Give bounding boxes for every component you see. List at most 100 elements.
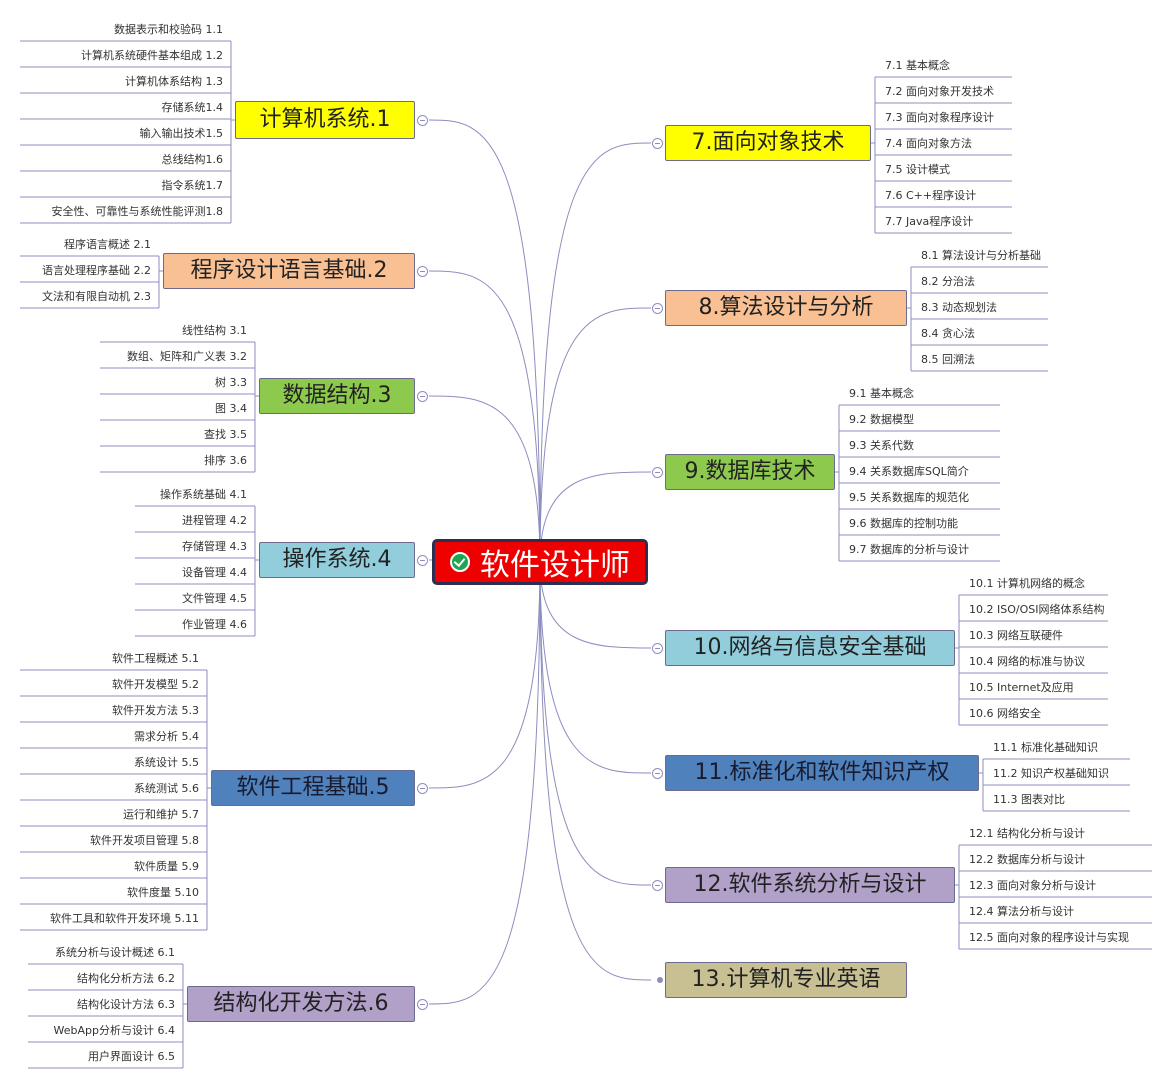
subtopic-item[interactable]: 9.6 数据库的控制功能 bbox=[849, 517, 958, 530]
topic-right-6[interactable]: 12.软件系统分析与设计 bbox=[665, 867, 955, 903]
collapse-toggle-icon[interactable] bbox=[652, 303, 663, 314]
subtopic-item[interactable]: 设备管理 4.4 bbox=[182, 566, 247, 579]
subtopic-item[interactable]: 安全性、可靠性与系统性能评测1.8 bbox=[51, 205, 224, 218]
subtopic-item[interactable]: 7.5 设计模式 bbox=[885, 163, 950, 176]
subtopic-item[interactable]: 结构化分析方法 6.2 bbox=[77, 972, 175, 985]
subtopic-item[interactable]: 树 3.3 bbox=[215, 376, 247, 389]
subtopic-item[interactable]: 7.7 Java程序设计 bbox=[885, 215, 974, 228]
subtopic-item[interactable]: 软件工具和软件开发环境 5.11 bbox=[50, 912, 199, 925]
collapse-toggle-icon[interactable] bbox=[652, 467, 663, 478]
subtopic-item[interactable]: 9.7 数据库的分析与设计 bbox=[849, 543, 969, 556]
subtopic-item[interactable]: 程序语言概述 2.1 bbox=[64, 238, 151, 251]
collapse-toggle-icon[interactable] bbox=[417, 391, 428, 402]
topic-right-5[interactable]: 11.标准化和软件知识产权 bbox=[665, 755, 979, 791]
subtopic-item[interactable]: WebApp分析与设计 6.4 bbox=[53, 1024, 175, 1037]
topic-right-2[interactable]: 8.算法设计与分析 bbox=[665, 290, 907, 326]
subtopic-item[interactable]: 10.4 网络的标准与协议 bbox=[969, 655, 1085, 668]
subtopic-item[interactable]: 数据表示和校验码 1.1 bbox=[114, 23, 223, 36]
subtopic-item[interactable]: 11.3 图表对比 bbox=[993, 793, 1065, 806]
subtopic-item[interactable]: 10.1 计算机网络的概念 bbox=[969, 577, 1085, 590]
collapse-toggle-icon[interactable] bbox=[652, 138, 663, 149]
subtopic-item[interactable]: 12.2 数据库分析与设计 bbox=[969, 853, 1085, 866]
subtopic-item[interactable]: 11.2 知识产权基础知识 bbox=[993, 767, 1109, 780]
topic-left-1[interactable]: 计算机系统.1 bbox=[235, 101, 415, 139]
subtopic-item[interactable]: 作业管理 4.6 bbox=[182, 618, 247, 631]
topic-right-7[interactable]: 13.计算机专业英语 bbox=[665, 962, 907, 998]
collapse-toggle-icon[interactable] bbox=[417, 115, 428, 126]
subtopic-item[interactable]: 8.5 回溯法 bbox=[921, 353, 975, 366]
subtopic-item[interactable]: 7.6 C++程序设计 bbox=[885, 189, 977, 202]
subtopic-item[interactable]: 查找 3.5 bbox=[204, 428, 247, 441]
subtopic-item[interactable]: 10.5 Internet及应用 bbox=[969, 681, 1074, 694]
subtopic-item[interactable]: 9.3 关系代数 bbox=[849, 439, 914, 452]
topic-right-3[interactable]: 9.数据库技术 bbox=[665, 454, 835, 490]
subtopic-item[interactable]: 10.2 ISO/OSI网络体系结构 bbox=[969, 603, 1105, 616]
collapse-toggle-icon[interactable] bbox=[652, 880, 663, 891]
subtopic-item[interactable]: 线性结构 3.1 bbox=[182, 324, 247, 337]
subtopic-item[interactable]: 总线结构1.6 bbox=[161, 153, 224, 166]
subtopic-item[interactable]: 系统分析与设计概述 6.1 bbox=[55, 946, 175, 959]
subtopic-item[interactable]: 12.4 算法分析与设计 bbox=[969, 905, 1074, 918]
topic-right-1[interactable]: 7.面向对象技术 bbox=[665, 125, 871, 161]
subtopic-item[interactable]: 9.1 基本概念 bbox=[849, 387, 914, 400]
subtopic-item[interactable]: 12.1 结构化分析与设计 bbox=[969, 827, 1085, 840]
subtopic-item[interactable]: 指令系统1.7 bbox=[161, 179, 224, 192]
subtopic-item[interactable]: 9.2 数据模型 bbox=[849, 413, 914, 426]
subtopic-item[interactable]: 软件开发项目管理 5.8 bbox=[90, 834, 199, 847]
subtopic-item[interactable]: 计算机体系结构 1.3 bbox=[125, 75, 223, 88]
subtopic-item[interactable]: 操作系统基础 4.1 bbox=[160, 488, 247, 501]
subtopic-item[interactable]: 软件开发方法 5.3 bbox=[112, 704, 199, 717]
subtopic-item[interactable]: 软件工程概述 5.1 bbox=[112, 652, 199, 665]
subtopic-item[interactable]: 文法和有限自动机 2.3 bbox=[42, 290, 151, 303]
subtopic-item[interactable]: 结构化设计方法 6.3 bbox=[77, 998, 175, 1011]
collapse-toggle-icon[interactable] bbox=[652, 768, 663, 779]
subtopic-item[interactable]: 存储系统1.4 bbox=[161, 101, 224, 114]
subtopic-item[interactable]: 12.5 面向对象的程序设计与实现 bbox=[969, 931, 1129, 944]
subtopic-item[interactable]: 用户界面设计 6.5 bbox=[88, 1050, 175, 1063]
subtopic-item[interactable]: 运行和维护 5.7 bbox=[123, 808, 199, 821]
subtopic-item[interactable]: 软件度量 5.10 bbox=[127, 886, 199, 899]
subtopic-item[interactable]: 9.4 关系数据库SQL简介 bbox=[849, 465, 969, 478]
subtopic-item[interactable]: 8.4 贪心法 bbox=[921, 327, 975, 340]
topic-left-5[interactable]: 软件工程基础.5 bbox=[211, 770, 415, 806]
collapse-toggle-icon[interactable] bbox=[417, 999, 428, 1010]
subtopic-item[interactable]: 8.3 动态规划法 bbox=[921, 301, 997, 314]
subtopic-item[interactable]: 文件管理 4.5 bbox=[182, 592, 247, 605]
subtopic-item[interactable]: 11.1 标准化基础知识 bbox=[993, 741, 1098, 754]
collapse-toggle-icon[interactable] bbox=[417, 555, 428, 566]
collapse-toggle-icon[interactable] bbox=[417, 783, 428, 794]
subtopic-item[interactable]: 排序 3.6 bbox=[204, 454, 247, 467]
subtopic-item[interactable]: 图 3.4 bbox=[215, 402, 247, 415]
subtopic-item[interactable]: 7.4 面向对象方法 bbox=[885, 137, 972, 150]
collapse-toggle-icon[interactable] bbox=[652, 643, 663, 654]
subtopic-item[interactable]: 系统测试 5.6 bbox=[134, 782, 199, 795]
branch-curve bbox=[539, 142, 652, 563]
topic-right-4[interactable]: 10.网络与信息安全基础 bbox=[665, 630, 955, 666]
subtopic-item[interactable]: 7.1 基本概念 bbox=[885, 59, 950, 72]
subtopic-item[interactable]: 语言处理程序基础 2.2 bbox=[42, 264, 151, 277]
subtopic-item[interactable]: 进程管理 4.2 bbox=[182, 514, 247, 527]
subtopic-item[interactable]: 7.2 面向对象开发技术 bbox=[885, 85, 994, 98]
collapse-toggle-icon[interactable] bbox=[417, 266, 428, 277]
topic-left-2[interactable]: 程序设计语言基础.2 bbox=[163, 253, 415, 289]
subtopic-item[interactable]: 软件开发模型 5.2 bbox=[112, 678, 199, 691]
subtopic-item[interactable]: 系统设计 5.5 bbox=[134, 756, 199, 769]
subtopic-item[interactable]: 10.3 网络互联硬件 bbox=[969, 629, 1063, 642]
subtopic-item[interactable]: 8.1 算法设计与分析基础 bbox=[921, 249, 1041, 262]
subtopic-item[interactable]: 软件质量 5.9 bbox=[134, 860, 199, 873]
subtopic-item[interactable]: 7.3 面向对象程序设计 bbox=[885, 111, 994, 124]
subtopic-item[interactable]: 12.3 面向对象分析与设计 bbox=[969, 879, 1096, 892]
topic-left-6[interactable]: 结构化开发方法.6 bbox=[187, 986, 415, 1022]
topic-left-4[interactable]: 操作系统.4 bbox=[259, 542, 415, 578]
topic-left-3[interactable]: 数据结构.3 bbox=[259, 378, 415, 414]
subtopic-item[interactable]: 数组、矩阵和广义表 3.2 bbox=[127, 350, 247, 363]
subtopic-item[interactable]: 输入输出技术1.5 bbox=[139, 127, 224, 140]
subtopic-item[interactable]: 10.6 网络安全 bbox=[969, 707, 1041, 720]
subtopic-item[interactable]: 8.2 分治法 bbox=[921, 275, 975, 288]
subtopic-item[interactable]: 存储管理 4.3 bbox=[182, 540, 247, 553]
subtopic-item[interactable]: 需求分析 5.4 bbox=[134, 730, 199, 743]
subtopic-item[interactable]: 计算机系统硬件基本组成 1.2 bbox=[81, 49, 223, 62]
root-topic[interactable]: 软件设计师 bbox=[432, 539, 648, 585]
subtopic-item[interactable]: 9.5 关系数据库的规范化 bbox=[849, 491, 969, 504]
